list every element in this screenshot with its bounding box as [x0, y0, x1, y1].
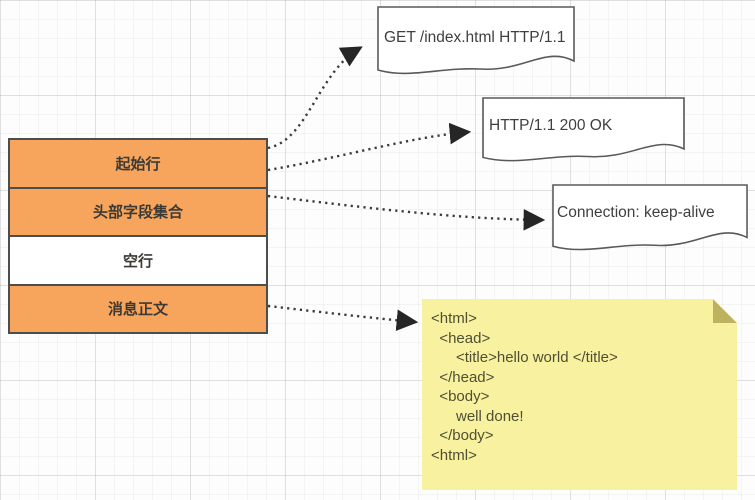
- sticky-note-message-body: <html> <head> <title>hello world </title…: [422, 299, 737, 490]
- code-line: <title>hello world </title>: [431, 349, 618, 366]
- stack-row-header-fields: 头部字段集合: [10, 188, 266, 237]
- stack-row-label: 头部字段集合: [92, 204, 183, 222]
- connector-startline-to-request: [267, 46, 363, 150]
- document-status-line: HTTP/1.1 200 OK: [482, 97, 685, 165]
- connector-startline-to-status: [267, 122, 472, 172]
- stack-row-message-body: 消息正文: [10, 285, 266, 332]
- document-shape-outline: [552, 184, 748, 251]
- document-header-field: Connection: keep-alive: [552, 184, 748, 254]
- note-fold-corner: [713, 299, 737, 323]
- code-line: <head>: [431, 329, 491, 347]
- connector-body-to-note: [267, 304, 419, 332]
- document-text: GET /index.html HTTP/1.1: [384, 29, 566, 46]
- stack-row-start-line: 起始行: [10, 140, 266, 189]
- connector-headers-to-headerfield: [267, 194, 546, 231]
- document-text: Connection: keep-alive: [557, 204, 715, 221]
- stack-row-label: 起始行: [115, 155, 161, 173]
- document-text: HTTP/1.1 200 OK: [489, 117, 613, 134]
- stack-row-empty-line: 空行: [10, 237, 266, 286]
- code-line: <body>: [431, 388, 490, 405]
- http-message-structure-stack: 起始行 头部字段集合 空行 消息正文: [8, 138, 268, 334]
- stack-row-label: 消息正文: [107, 301, 168, 319]
- document-shape-outline: [377, 6, 575, 75]
- document-request-line: GET /index.html HTTP/1.1: [377, 6, 575, 78]
- code-line: well done!: [431, 407, 524, 425]
- stack-row-label: 空行: [122, 252, 153, 270]
- code-line: <html>: [431, 310, 477, 327]
- html-code-block: <html> <head> <title>hello world </title…: [431, 309, 618, 465]
- code-line: </body>: [431, 427, 494, 444]
- code-line: </head>: [431, 368, 495, 386]
- code-line: <html>: [431, 446, 477, 464]
- document-shape-outline: [482, 97, 685, 162]
